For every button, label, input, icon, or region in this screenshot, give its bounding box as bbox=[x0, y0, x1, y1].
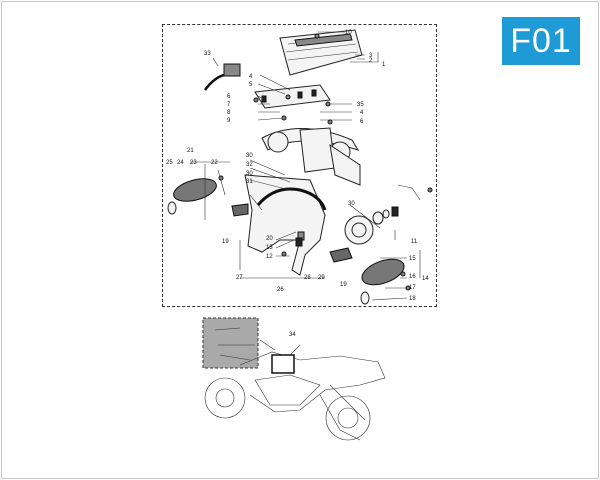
callout-24: 24 bbox=[177, 160, 184, 166]
callout-7: 7 bbox=[227, 102, 231, 108]
callout-13: 13 bbox=[266, 245, 273, 251]
motorcycle-overview bbox=[202, 317, 386, 441]
callout-17: 17 bbox=[409, 285, 416, 291]
callout-18: 18 bbox=[409, 296, 416, 302]
callout-34: 34 bbox=[289, 332, 296, 338]
callout-27: 27 bbox=[236, 275, 243, 281]
indicator-left bbox=[167, 178, 249, 217]
callout-2: 2 bbox=[369, 58, 373, 64]
callout-23: 23 bbox=[190, 160, 197, 166]
callout-labels: 10 3 2 1 33 4 5 6 7 8 9 35 4 6 21 25 24 … bbox=[166, 30, 429, 338]
callout-9: 9 bbox=[227, 118, 231, 124]
callout-22: 22 bbox=[211, 160, 218, 166]
callout-4: 4 bbox=[249, 74, 253, 80]
callout-35: 35 bbox=[357, 102, 364, 108]
callout-30c: 30 bbox=[348, 201, 355, 207]
triple-clamp bbox=[261, 127, 361, 186]
callout-19b: 19 bbox=[340, 282, 347, 288]
connector-33 bbox=[203, 63, 241, 91]
callout-21: 21 bbox=[187, 148, 194, 154]
callout-30b: 30 bbox=[246, 171, 253, 177]
exploded-view-box bbox=[162, 24, 437, 307]
callout-1: 1 bbox=[382, 62, 386, 68]
callout-12: 12 bbox=[266, 254, 273, 260]
small-parts bbox=[218, 33, 433, 291]
callout-4b: 4 bbox=[360, 110, 364, 116]
callout-28: 28 bbox=[304, 275, 311, 281]
indicator-right bbox=[329, 247, 405, 305]
callout-3: 3 bbox=[369, 53, 373, 59]
horn-assembly bbox=[344, 184, 421, 245]
callout-8: 8 bbox=[227, 110, 231, 116]
callout-6b: 6 bbox=[360, 119, 364, 125]
callout-5: 5 bbox=[249, 82, 253, 88]
callout-6: 6 bbox=[227, 94, 231, 100]
callout-31: 31 bbox=[246, 179, 253, 185]
callout-10: 10 bbox=[345, 30, 352, 36]
callout-20: 20 bbox=[266, 236, 273, 242]
headlight-bracket bbox=[244, 174, 327, 276]
callout-33: 33 bbox=[204, 51, 211, 57]
callout-30: 30 bbox=[246, 153, 253, 159]
callout-14: 14 bbox=[422, 276, 429, 282]
callout-19: 19 bbox=[222, 239, 229, 245]
callout-16: 16 bbox=[409, 274, 416, 280]
callout-29: 29 bbox=[318, 275, 325, 281]
callout-15: 15 bbox=[409, 256, 416, 262]
leader-lines bbox=[190, 31, 421, 301]
instrument-cluster bbox=[279, 29, 363, 76]
callout-32: 32 bbox=[246, 162, 253, 168]
callout-25: 25 bbox=[166, 160, 173, 166]
callout-11: 11 bbox=[411, 239, 418, 245]
cluster-bracket bbox=[254, 84, 331, 109]
callout-26: 26 bbox=[277, 287, 284, 293]
section-badge: F01 bbox=[502, 17, 580, 65]
